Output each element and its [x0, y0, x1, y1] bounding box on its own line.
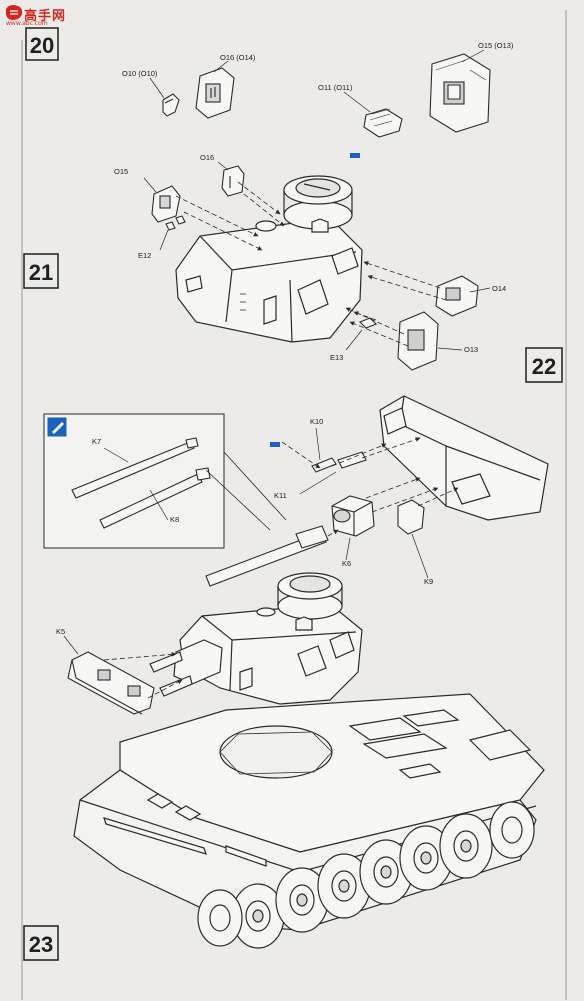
part-label-k10: K10 [310, 417, 323, 426]
part-label-o14: O14 [492, 284, 506, 293]
step-21-turret [175, 175, 363, 343]
step-22-arrows [281, 437, 459, 537]
step-22-mantlet [379, 395, 549, 521]
step-22-leaders [299, 427, 429, 579]
part-label-o15-o13: O15 (O13) [478, 41, 514, 50]
watermark-brand: 高手网 [24, 9, 67, 24]
step-number: 21 [29, 260, 53, 285]
part-label-o10: O10 (O10) [122, 69, 158, 78]
step-20-drawing [162, 53, 491, 138]
callout-line [223, 451, 287, 521]
step-number: 20 [30, 33, 54, 58]
step-22-parts [205, 451, 425, 587]
step-number: 23 [29, 932, 53, 957]
part-label-k7: K7 [92, 437, 101, 446]
step-23-road-wheels [197, 801, 535, 949]
part-label-o11: O11 (O11) [318, 83, 353, 92]
step-21-parts [151, 165, 479, 371]
callout-line [205, 469, 271, 531]
step-number: 22 [532, 354, 556, 379]
step-23-part-k5 [67, 651, 155, 715]
step-21-leaders [143, 161, 491, 351]
part-label-k6: K6 [342, 559, 351, 568]
part-label-o16: O16 [200, 153, 214, 162]
part-label-k8: K8 [170, 515, 179, 524]
fist-logo-icon [6, 5, 23, 20]
part-label-k5: K5 [56, 627, 65, 636]
step-20-badge: 20 [25, 27, 59, 61]
part-labels: O10 (O10) O16 (O14) O15 (O13) O11 (O11) … [56, 41, 514, 636]
part-label-o13: O13 [464, 345, 478, 354]
inset-callout [43, 413, 225, 549]
step-21-badge: 21 [23, 253, 59, 289]
step-23-turret [149, 572, 363, 705]
brush-icon [52, 422, 64, 434]
decal-reference-icon [350, 153, 360, 158]
part-label-e13: E13 [330, 353, 343, 362]
part-label-k11: K11 [274, 491, 287, 500]
step-22-badge: 22 [525, 347, 563, 383]
step-20-leaders [149, 49, 485, 113]
watermark-url: www.abc.com [6, 20, 48, 27]
step-23-leaders [63, 635, 79, 655]
step-21-arrows [175, 181, 447, 347]
part-label-o16-o14: O16 (O14) [220, 53, 256, 62]
part-label-o15: O15 [114, 167, 128, 176]
step-23-hull [73, 693, 545, 931]
part-label-e12: E12 [138, 251, 151, 260]
step-23-badge: 23 [23, 925, 59, 961]
part-label-k9: K9 [424, 577, 433, 586]
decal-reference-icon [270, 442, 280, 447]
site-watermark-logo: 高手网 www.abc.com [2, 2, 72, 27]
